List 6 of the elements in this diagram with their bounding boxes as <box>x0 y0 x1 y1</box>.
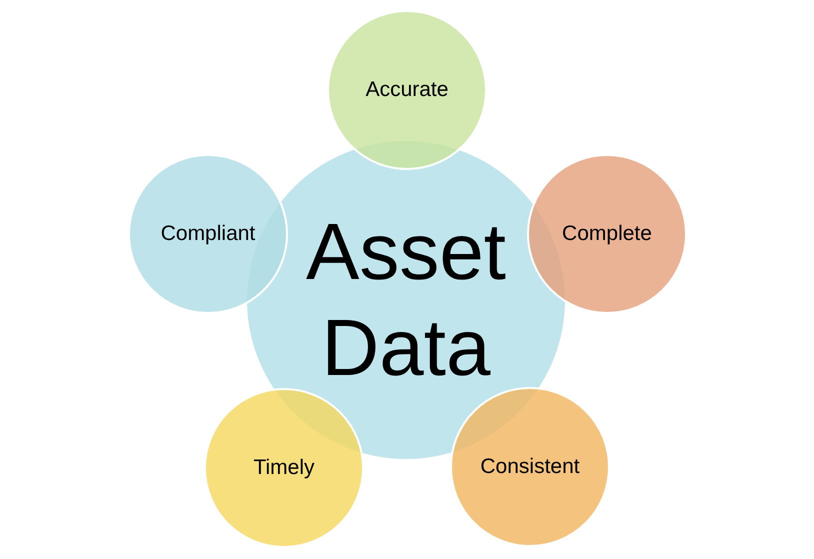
circle-label: Complete <box>562 221 652 247</box>
circle-label: Consistent <box>480 454 580 480</box>
circle-label: Accurate <box>366 77 448 103</box>
circle-label: Compliant <box>160 221 256 247</box>
circle-label: Timely <box>253 455 315 481</box>
hub-title: Asset Data <box>304 206 508 394</box>
